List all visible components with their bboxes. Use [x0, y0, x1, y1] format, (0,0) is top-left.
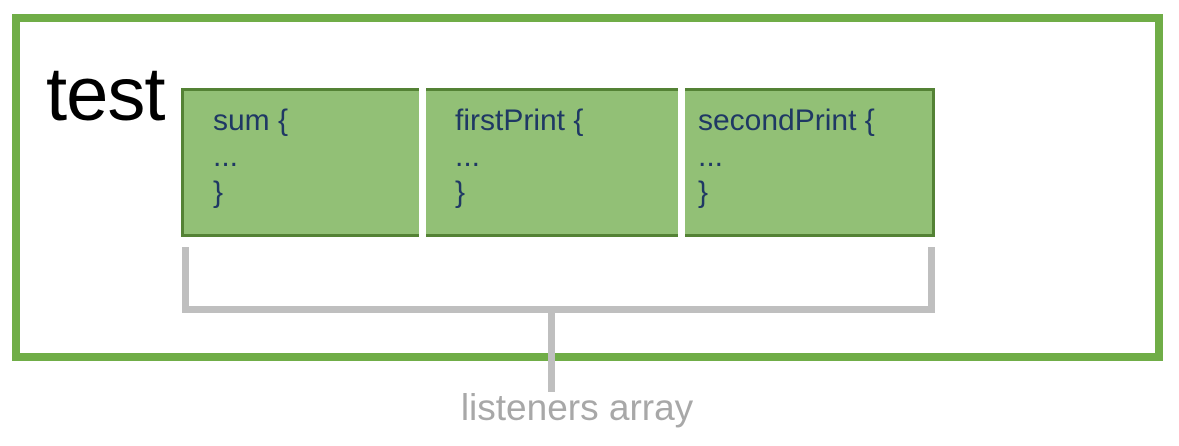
array-bracket [182, 247, 935, 313]
bracket-stem [548, 312, 555, 392]
bracket-label: listeners array [460, 387, 694, 428]
listener-body-ellipsis: ... [455, 140, 481, 173]
listener-cell-sum: sum { ... } [184, 91, 419, 234]
cell-divider [419, 88, 426, 243]
listeners-array-box: sum { ... } firstPrint { ... } secondPri… [181, 88, 935, 243]
listener-name: firstPrint { [455, 104, 584, 137]
listener-cell-secondprint: secondPrint { ... } [685, 91, 932, 234]
listener-name: sum { [213, 104, 289, 137]
listener-close-brace: } [455, 176, 466, 209]
listener-close-brace: } [698, 176, 709, 209]
test-scope-frame [12, 14, 1163, 361]
listener-close-brace: } [213, 176, 224, 209]
cell-divider [678, 88, 685, 243]
listener-name: secondPrint { [698, 104, 875, 137]
listener-body-ellipsis: ... [698, 140, 724, 173]
listener-cell-firstprint: firstPrint { ... } [426, 91, 678, 234]
listener-body-ellipsis: ... [213, 140, 239, 173]
scope-title: test [46, 52, 165, 137]
